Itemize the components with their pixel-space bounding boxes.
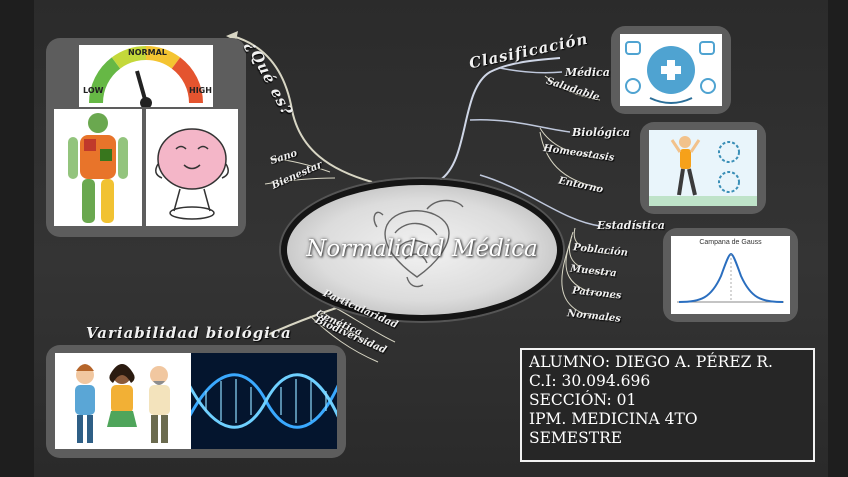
gauss-bell-image: Campana de Gauss [671,236,790,314]
branch-clasificacion-line [439,57,561,181]
gauss-title: Campana de Gauss [699,239,762,246]
medical-care-icon [625,41,716,104]
info-ci: C.I: 30.094.696 [529,372,651,390]
gauge-icon: LOW NORMAL HIGH [83,46,212,107]
info-semestre: SEMESTRE [529,429,623,447]
runner-icon [649,136,757,206]
estadistica-title: Estadística [597,219,665,232]
homeostasis-image [649,130,757,206]
estadistica-image-panel: Campana de Gauss [663,228,798,322]
vegetable-body-image [54,109,142,226]
branch-que-es-sub2 [264,177,336,185]
biologica-title: Biológica [572,126,631,139]
branch-biologica-sub1 [539,127,601,159]
gauge-high-label: HIGH [189,86,212,95]
branch-variabilidad-sub3 [309,315,379,363]
central-topic-title: Normalidad Médica [306,236,538,262]
branch-que-es-line [231,35,373,183]
dna-icon [191,373,337,429]
branch-estadistica-line [479,174,601,227]
info-alumno: ALUMNO: DIEGO A. PÉREZ R. [529,353,773,371]
happy-brain-image [146,109,238,226]
gauge-normal-label: NORMAL [128,48,167,57]
branch-biologica-line [469,118,571,133]
que-es-image-panel: LOW NORMAL HIGH [46,38,246,237]
heart-sketch-icon [373,199,464,288]
info-seccion: SECCIÓN: 01 [529,391,637,409]
medical-icons-image [620,34,722,106]
branch-variabilidad-sub1 [329,304,396,343]
branch-medica-sub [544,75,601,101]
people-group-icon [75,364,170,443]
info-carrera: IPM. MEDICINA 4TO [529,410,698,428]
variabilidad-image-panel [46,345,346,458]
central-topic-oval [281,179,563,321]
student-info-box: ALUMNO: DIEGO A. PÉREZ R. C.I: 30.094.69… [520,348,815,462]
branch-biologica-sub2 [539,131,601,189]
biologica-image-panel [640,122,766,214]
branch-medica-line [499,67,563,74]
medica-image-panel [611,26,731,114]
right-frame-bar [828,0,848,477]
normal-gauge-image: LOW NORMAL HIGH [79,45,213,107]
medica-title: Médica [565,66,610,79]
variabilidad-title: Variabilidad biológica [86,324,292,342]
gauge-low-label: LOW [83,86,104,95]
left-frame-bar [0,0,34,477]
bell-curve-icon [677,252,784,303]
dna-helix-image [191,353,337,449]
branch-variabilidad-sub2 [319,309,386,353]
diverse-people-image [55,353,191,449]
branch-que-es-sub1 [269,157,331,173]
branch-estadistica-sub4 [561,239,613,321]
brain-icon [155,128,229,220]
body-figure-icon [68,113,128,223]
branch-estadistica-sub1 [573,227,611,255]
